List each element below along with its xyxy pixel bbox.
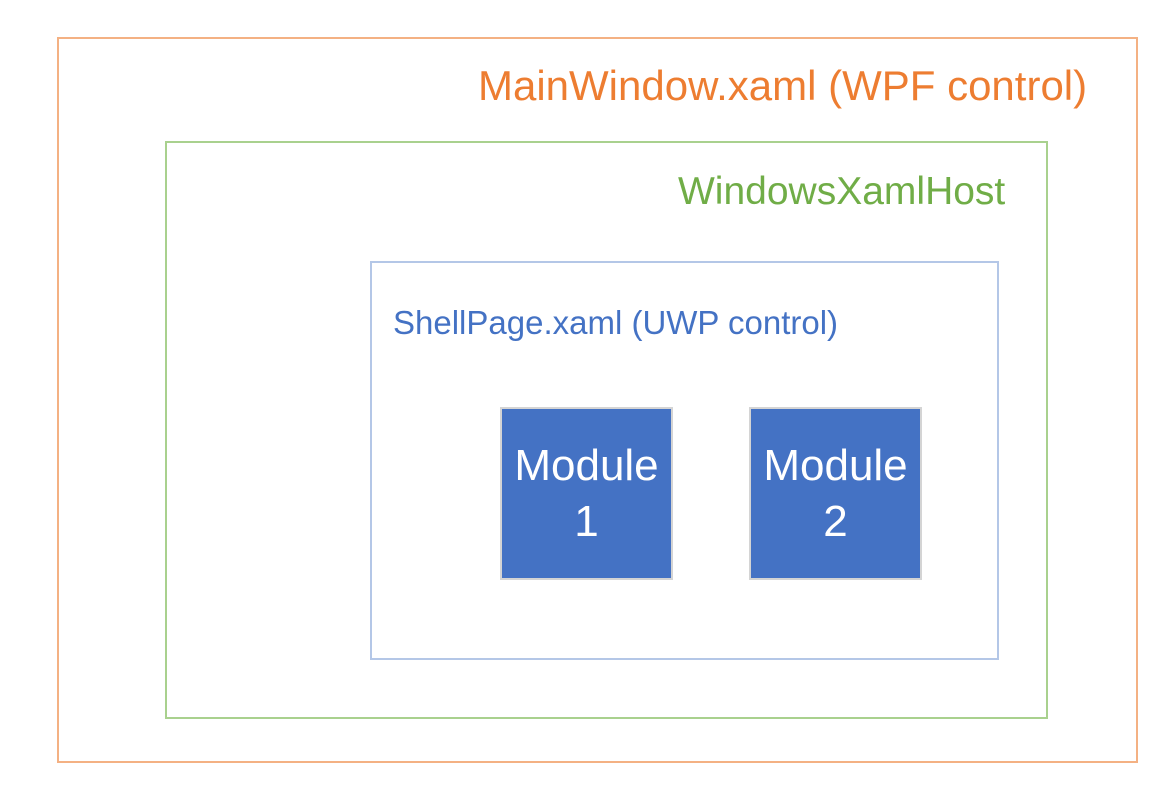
mainwindow-wpf-label: MainWindow.xaml (WPF control) (478, 62, 1088, 109)
shellpage-uwp-box: ShellPage.xaml (UWP control) Module 1 Mo… (370, 261, 999, 660)
shellpage-uwp-label: ShellPage.xaml (UWP control) (393, 304, 839, 341)
mainwindow-wpf-box: MainWindow.xaml (WPF control) WindowsXam… (57, 37, 1138, 763)
windows-xaml-host-box: WindowsXamlHost ShellPage.xaml (UWP cont… (165, 141, 1048, 719)
windows-xaml-host-label: WindowsXamlHost (678, 170, 1006, 213)
module-2-box: Module 2 (749, 407, 922, 580)
module-1-label: Module 1 (514, 440, 659, 546)
module-1-box: Module 1 (500, 407, 673, 580)
module-2-label: Module 2 (763, 440, 908, 546)
